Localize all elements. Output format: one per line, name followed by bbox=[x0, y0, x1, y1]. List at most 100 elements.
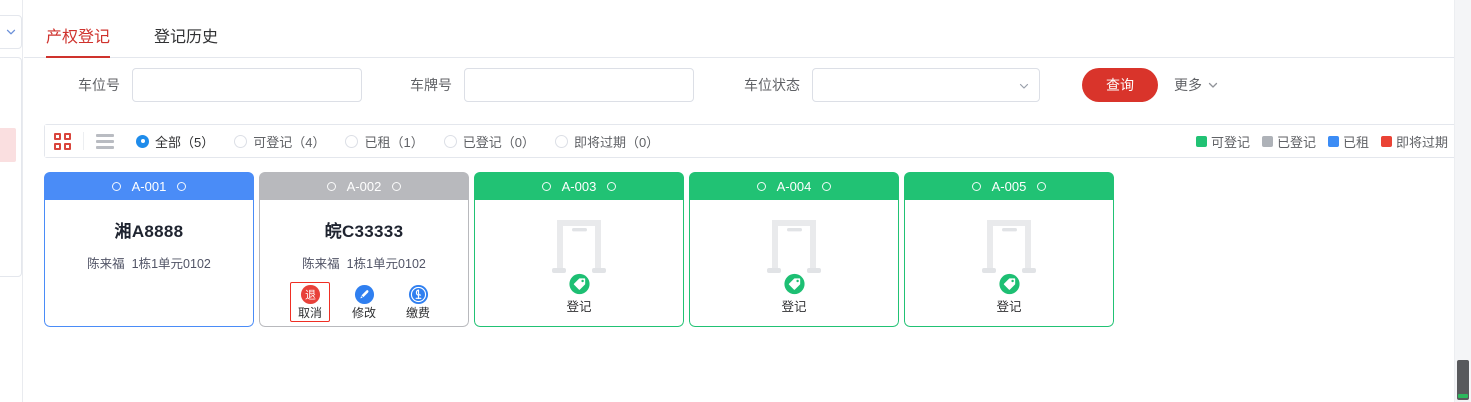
field-plate-no: 车牌号 bbox=[410, 68, 694, 102]
space-no-label: 车位号 bbox=[78, 77, 120, 93]
radio-dot-icon bbox=[234, 134, 248, 148]
left-panel-divider bbox=[22, 0, 23, 402]
action-payment[interactable]: 缴费 bbox=[398, 282, 438, 322]
card-actions: 退取消修改缴费 bbox=[260, 282, 468, 323]
toolbar-divider bbox=[83, 132, 84, 150]
tab-label: 登记历史 bbox=[154, 29, 219, 46]
svg-text:退: 退 bbox=[305, 289, 316, 302]
parking-space-card[interactable]: A-005 登记 bbox=[904, 172, 1114, 327]
action-refund[interactable]: 退取消 bbox=[290, 282, 330, 323]
register-button[interactable]: 登记 bbox=[566, 273, 592, 315]
status-radio-0[interactable]: 全部（5） bbox=[136, 132, 214, 151]
owner-name: 陈来福 bbox=[87, 257, 125, 271]
circle-marker-icon bbox=[607, 181, 617, 191]
register-button[interactable]: 登记 bbox=[781, 273, 807, 315]
parking-space-card[interactable]: A-002 皖C33333 陈来福 1栋1单元0102 退取消修改缴费 bbox=[259, 172, 469, 327]
vertical-scrollbar[interactable] bbox=[1454, 0, 1471, 402]
chevron-down-icon[interactable] bbox=[1018, 80, 1030, 92]
card-body: 登记 bbox=[689, 200, 899, 327]
parking-space-card[interactable]: A-004 登记 bbox=[689, 172, 899, 327]
results-toolbar: 全部（5）可登记（4）已租（1）已登记（0）即将过期（0） 可登记已登记已租即将… bbox=[44, 124, 1459, 158]
owner-info: 陈来福 1栋1单元0102 bbox=[260, 242, 468, 272]
space-status-select[interactable] bbox=[812, 68, 1040, 102]
tag-register-icon bbox=[568, 273, 590, 295]
register-label: 登记 bbox=[996, 300, 1022, 314]
status-filter-radio-group: 全部（5） 可登记（4） 已租（1） 已登记（0） 即将过期（0） bbox=[136, 132, 659, 151]
register-label: 登记 bbox=[781, 300, 807, 314]
radio-label: 全部（5） bbox=[155, 134, 215, 150]
legend-swatch-icon bbox=[1327, 135, 1339, 147]
radio-dot-icon bbox=[136, 134, 149, 148]
card-empty-state: 登记 bbox=[690, 200, 898, 327]
status-legend: 可登记已登记已租即将过期 bbox=[1195, 132, 1448, 151]
left-panel-collapse-box[interactable] bbox=[0, 15, 22, 49]
scrollbar-thumb[interactable] bbox=[1457, 360, 1469, 400]
tab-bar: 产权登记 登记历史 bbox=[24, 16, 1471, 58]
radio-label: 已登记（0） bbox=[462, 134, 535, 150]
plate-no-label: 车牌号 bbox=[410, 77, 452, 93]
tab-property-registration[interactable]: 产权登记 bbox=[24, 30, 132, 58]
payment-icon bbox=[408, 284, 428, 305]
card-header: A-004 bbox=[689, 172, 899, 200]
status-radio-2[interactable]: 已租（1） bbox=[345, 132, 424, 151]
legend-swatch-icon bbox=[1261, 135, 1273, 147]
status-radio-1[interactable]: 可登记（4） bbox=[234, 132, 325, 151]
more-filters-toggle[interactable]: 更多 bbox=[1174, 75, 1219, 95]
legend-swatch-icon bbox=[1380, 135, 1392, 147]
card-body: 登记 bbox=[904, 200, 1114, 327]
card-space-code: A-002 bbox=[346, 178, 382, 194]
register-label: 登记 bbox=[566, 300, 592, 314]
owner-address: 1栋1单元0102 bbox=[346, 257, 426, 271]
circle-marker-icon bbox=[177, 181, 187, 191]
list-view-icon[interactable] bbox=[88, 125, 122, 157]
circle-marker-icon bbox=[1037, 181, 1047, 191]
parking-gate-icon bbox=[765, 214, 823, 280]
chevron-down-icon[interactable] bbox=[5, 26, 17, 38]
grid-view-icon[interactable] bbox=[45, 125, 79, 157]
action-edit-pencil[interactable]: 修改 bbox=[344, 282, 384, 322]
circle-marker-icon bbox=[541, 181, 551, 191]
card-space-code: A-004 bbox=[776, 178, 812, 194]
status-radio-4[interactable]: 即将过期（0） bbox=[554, 132, 659, 151]
owner-name: 陈来福 bbox=[302, 257, 340, 271]
card-space-code: A-001 bbox=[131, 178, 167, 194]
search-button[interactable]: 查询 bbox=[1082, 68, 1158, 102]
license-plate: 湘A8888 bbox=[114, 222, 184, 241]
radio-label: 可登记（4） bbox=[253, 134, 326, 150]
left-panel-highlight-block bbox=[0, 128, 16, 162]
plate-no-input[interactable] bbox=[464, 68, 694, 102]
chevron-down-icon bbox=[1207, 79, 1219, 91]
card-body: 登记 bbox=[474, 200, 684, 327]
legend-item-3: 即将过期 bbox=[1380, 132, 1448, 151]
status-radio-3[interactable]: 已登记（0） bbox=[443, 132, 535, 151]
action-label: 缴费 bbox=[405, 306, 430, 320]
legend-label: 已登记 bbox=[1276, 134, 1316, 150]
register-button[interactable]: 登记 bbox=[996, 273, 1022, 315]
field-space-no: 车位号 bbox=[24, 68, 362, 102]
edit-pencil-icon bbox=[354, 284, 374, 305]
card-header: A-001 bbox=[44, 172, 254, 200]
radio-label: 已租（1） bbox=[364, 134, 424, 150]
filter-bar: 车位号 车牌号 车位状态 查询 更多 bbox=[24, 58, 1459, 112]
field-space-status: 车位状态 bbox=[744, 68, 1040, 102]
legend-label: 已租 bbox=[1342, 134, 1369, 150]
card-empty-state: 登记 bbox=[475, 200, 683, 327]
tab-registration-history[interactable]: 登记历史 bbox=[132, 30, 240, 57]
license-plate: 皖C33333 bbox=[324, 222, 404, 241]
parking-gate-icon bbox=[550, 214, 608, 280]
circle-marker-icon bbox=[326, 181, 336, 191]
legend-label: 即将过期 bbox=[1395, 134, 1448, 150]
tag-register-icon bbox=[783, 273, 805, 295]
left-panel-fragment bbox=[0, 57, 22, 277]
space-no-input[interactable] bbox=[132, 68, 362, 102]
legend-item-1: 已登记 bbox=[1261, 132, 1316, 151]
legend-item-2: 已租 bbox=[1327, 132, 1369, 151]
grid-view-glyph bbox=[53, 132, 71, 150]
card-header: A-002 bbox=[259, 172, 469, 200]
card-space-code: A-005 bbox=[991, 178, 1027, 194]
circle-marker-icon bbox=[756, 181, 766, 191]
